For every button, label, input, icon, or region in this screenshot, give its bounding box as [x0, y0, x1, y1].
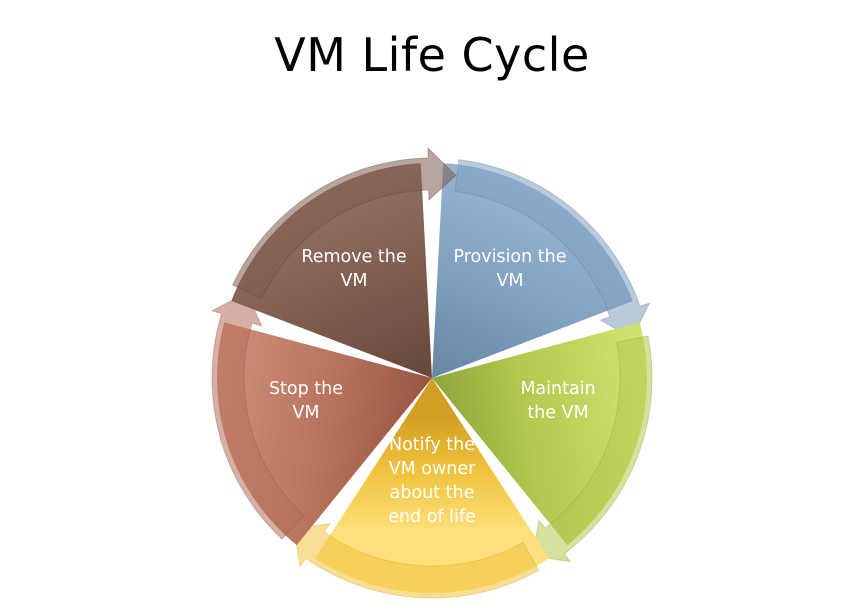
segment-label-line: VM	[292, 403, 319, 423]
segment-label-line: Notify the	[389, 435, 475, 455]
segment-label-notify: Notify the VM owner about the end of life	[388, 435, 476, 527]
segment-label-line: the VM	[527, 403, 588, 423]
segment-wedge-provision	[432, 163, 633, 378]
diagram-title: VM Life Cycle	[274, 28, 590, 82]
segment-notify: Notify the VM owner about the end of life	[293, 378, 550, 599]
segment-wedge-notify	[314, 378, 550, 593]
segment-label-line: VM	[340, 271, 367, 291]
segment-label-line: end of life	[388, 507, 476, 527]
segment-label-maintain: Maintain the VM	[520, 379, 595, 423]
segment-arrow-maintain	[531, 335, 653, 563]
segment-label-line: Provision the	[453, 247, 566, 267]
segment-arrow-notify	[293, 523, 540, 599]
segment-wedge-remove	[231, 163, 432, 378]
segment-label-line: VM owner	[389, 459, 477, 479]
segment-maintain: Maintain the VM	[432, 322, 653, 563]
segment-arrow-provision	[454, 159, 651, 339]
segment-label-line: Remove the	[301, 247, 406, 267]
segment-label-line: about the	[390, 483, 475, 503]
segment-label-line: VM	[496, 271, 523, 291]
segment-arrow-stop	[210, 292, 305, 540]
segment-arrow-remove	[231, 146, 457, 300]
segment-label-line: Stop the	[269, 379, 343, 399]
segment-label-line: Maintain	[520, 379, 595, 399]
